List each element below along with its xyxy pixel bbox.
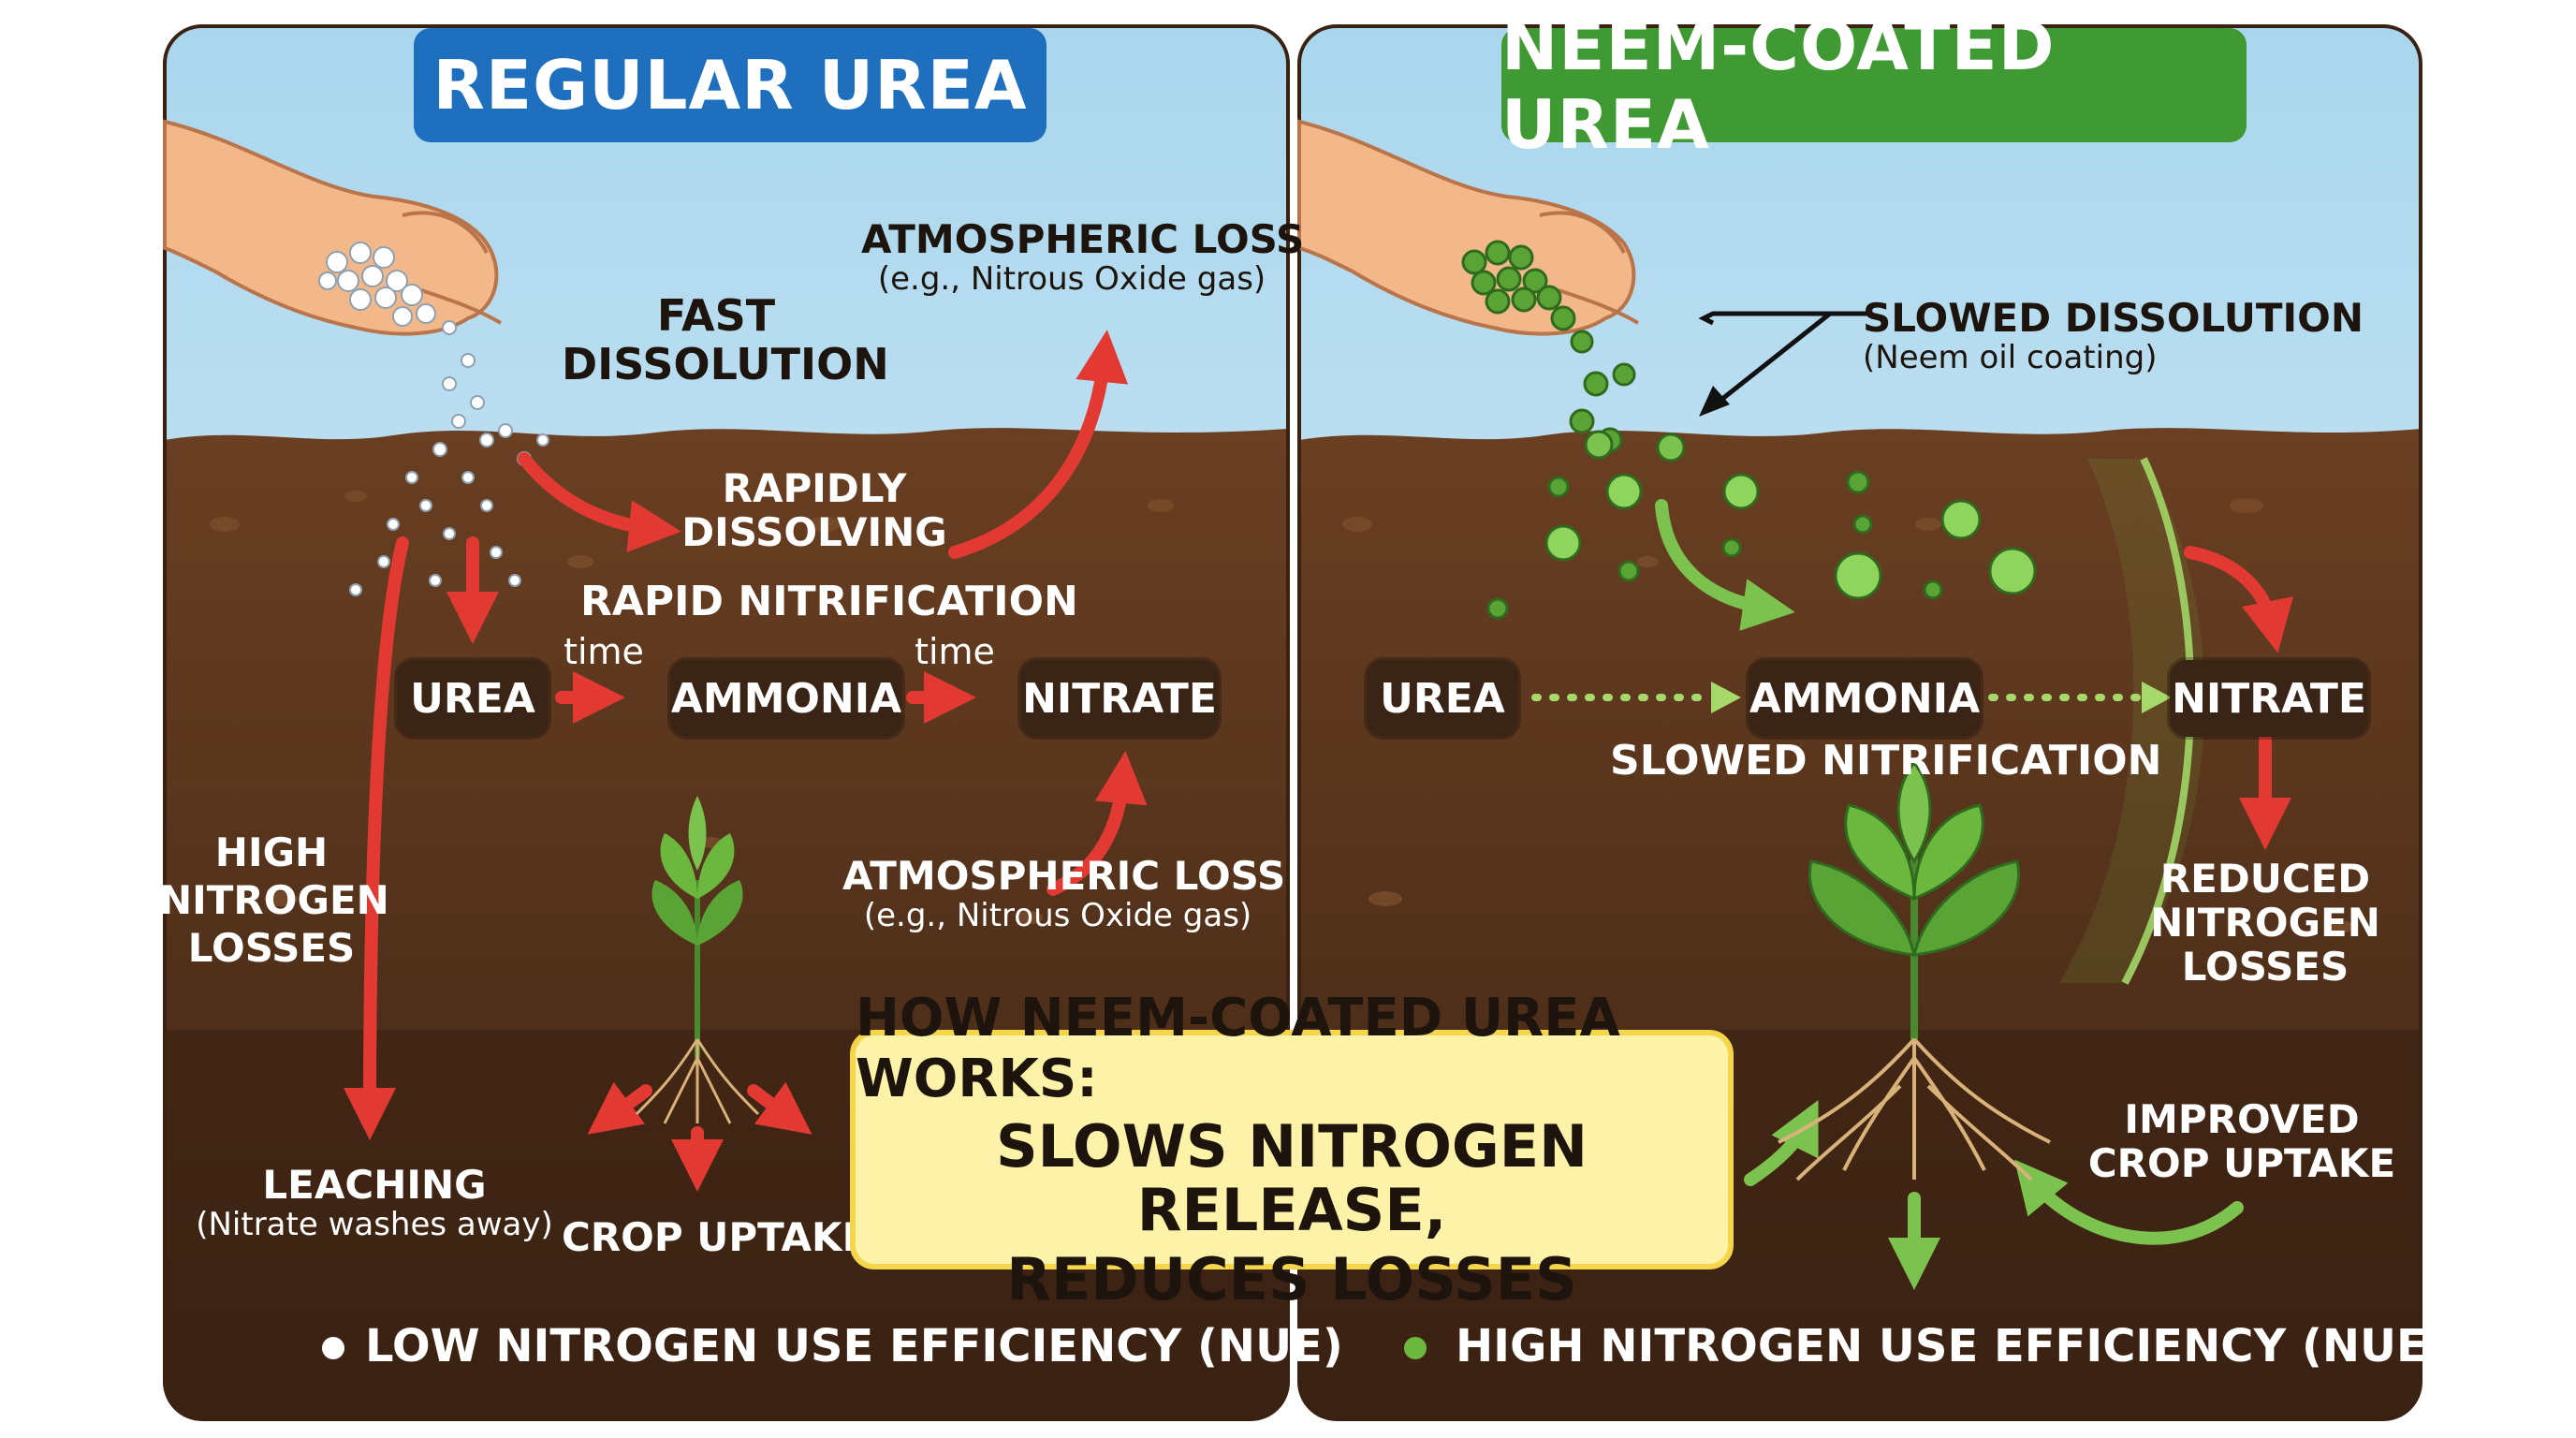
white-pellets <box>318 242 549 596</box>
high-nue-label: HIGH NITROGEN USE EFFICIENCY (NUE) <box>1456 1320 2448 1372</box>
neem-urea-banner: NEEM-COATED UREA <box>1501 7 2247 164</box>
regular-urea-banner: REGULAR UREA <box>414 28 1046 142</box>
callout-line-3: REDUCES LOSSES <box>1006 1245 1577 1314</box>
callout-line-1: HOW NEEM-COATED UREA WORKS: <box>856 987 1620 1109</box>
fast-dissolution-label: FAST DISSOLUTION <box>562 290 889 389</box>
rapid-nitrification-label: RAPID NITRIFICATION <box>580 578 1078 625</box>
rapidly-dissolving-label: RAPIDLY DISSOLVING <box>681 465 947 556</box>
nitrate-box-left: NITRATE <box>1020 660 1219 737</box>
high-nitrogen-losses-label: HIGH NITROGEN LOSSES <box>159 829 389 972</box>
urea-box-left: UREA <box>397 660 549 737</box>
neem-urea-title: NEEM-COATED UREA <box>1501 7 2056 164</box>
green-pellets <box>1461 240 2037 620</box>
large-plant-icon <box>1778 760 2051 1181</box>
dotted-arrow-head-2 <box>2142 682 2172 713</box>
ammonia-box-right: AMMONIA <box>1749 660 1981 737</box>
hand-icon-right <box>1297 119 1640 336</box>
bullet-dot-left <box>322 1337 344 1359</box>
small-plant-icon <box>635 796 760 1124</box>
slowed-dissolution-label: SLOWED DISSOLUTION (Neem oil coating) <box>1863 295 2364 377</box>
callout-line-2: SLOWS NITROGEN RELEASE, <box>995 1111 1588 1244</box>
red-arrows-right <box>2184 546 2293 850</box>
reduced-nitrogen-losses-label: REDUCED NITROGEN LOSSES <box>2150 856 2380 990</box>
improved-crop-uptake-label: IMPROVED CROP UPTAKE <box>2087 1096 2396 1187</box>
atmospheric-loss-top-label: ATMOSPHERIC LOSS (e.g., Nitrous Oxide ga… <box>861 216 1305 299</box>
urea-box-right: UREA <box>1367 660 1518 737</box>
red-arrows <box>344 330 1148 1192</box>
low-nue-label: LOW NITROGEN USE EFFICIENCY (NUE) <box>365 1320 1343 1372</box>
hand-icon <box>163 119 503 336</box>
ammonia-box-left: AMMONIA <box>670 660 902 737</box>
time-label-2: time <box>915 631 995 672</box>
atmospheric-loss-bottom-label: ATMOSPHERIC LOSS (e.g., Nitrous Oxide ga… <box>842 853 1286 935</box>
time-label-1: time <box>564 631 644 672</box>
pointer-head <box>1699 386 1730 417</box>
how-it-works-callout: HOW NEEM-COATED UREA WORKS: SLOWS NITROG… <box>850 988 1734 1312</box>
regular-urea-title: REGULAR UREA <box>432 46 1028 125</box>
bullet-dot-right <box>1404 1337 1427 1359</box>
pointer-diagonal <box>1716 312 1832 404</box>
leaching-label: LEACHING (Nitrate washes away) <box>196 1162 553 1244</box>
crop-uptake-label: CROP UPTAKE <box>562 1214 870 1260</box>
slowed-nitrification-label: SLOWED NITRIFICATION <box>1610 737 2162 785</box>
dotted-arrow-head-1 <box>1711 682 1741 713</box>
pointer-line <box>1698 311 1872 326</box>
nitrate-box-right: NITRATE <box>2170 660 2368 737</box>
